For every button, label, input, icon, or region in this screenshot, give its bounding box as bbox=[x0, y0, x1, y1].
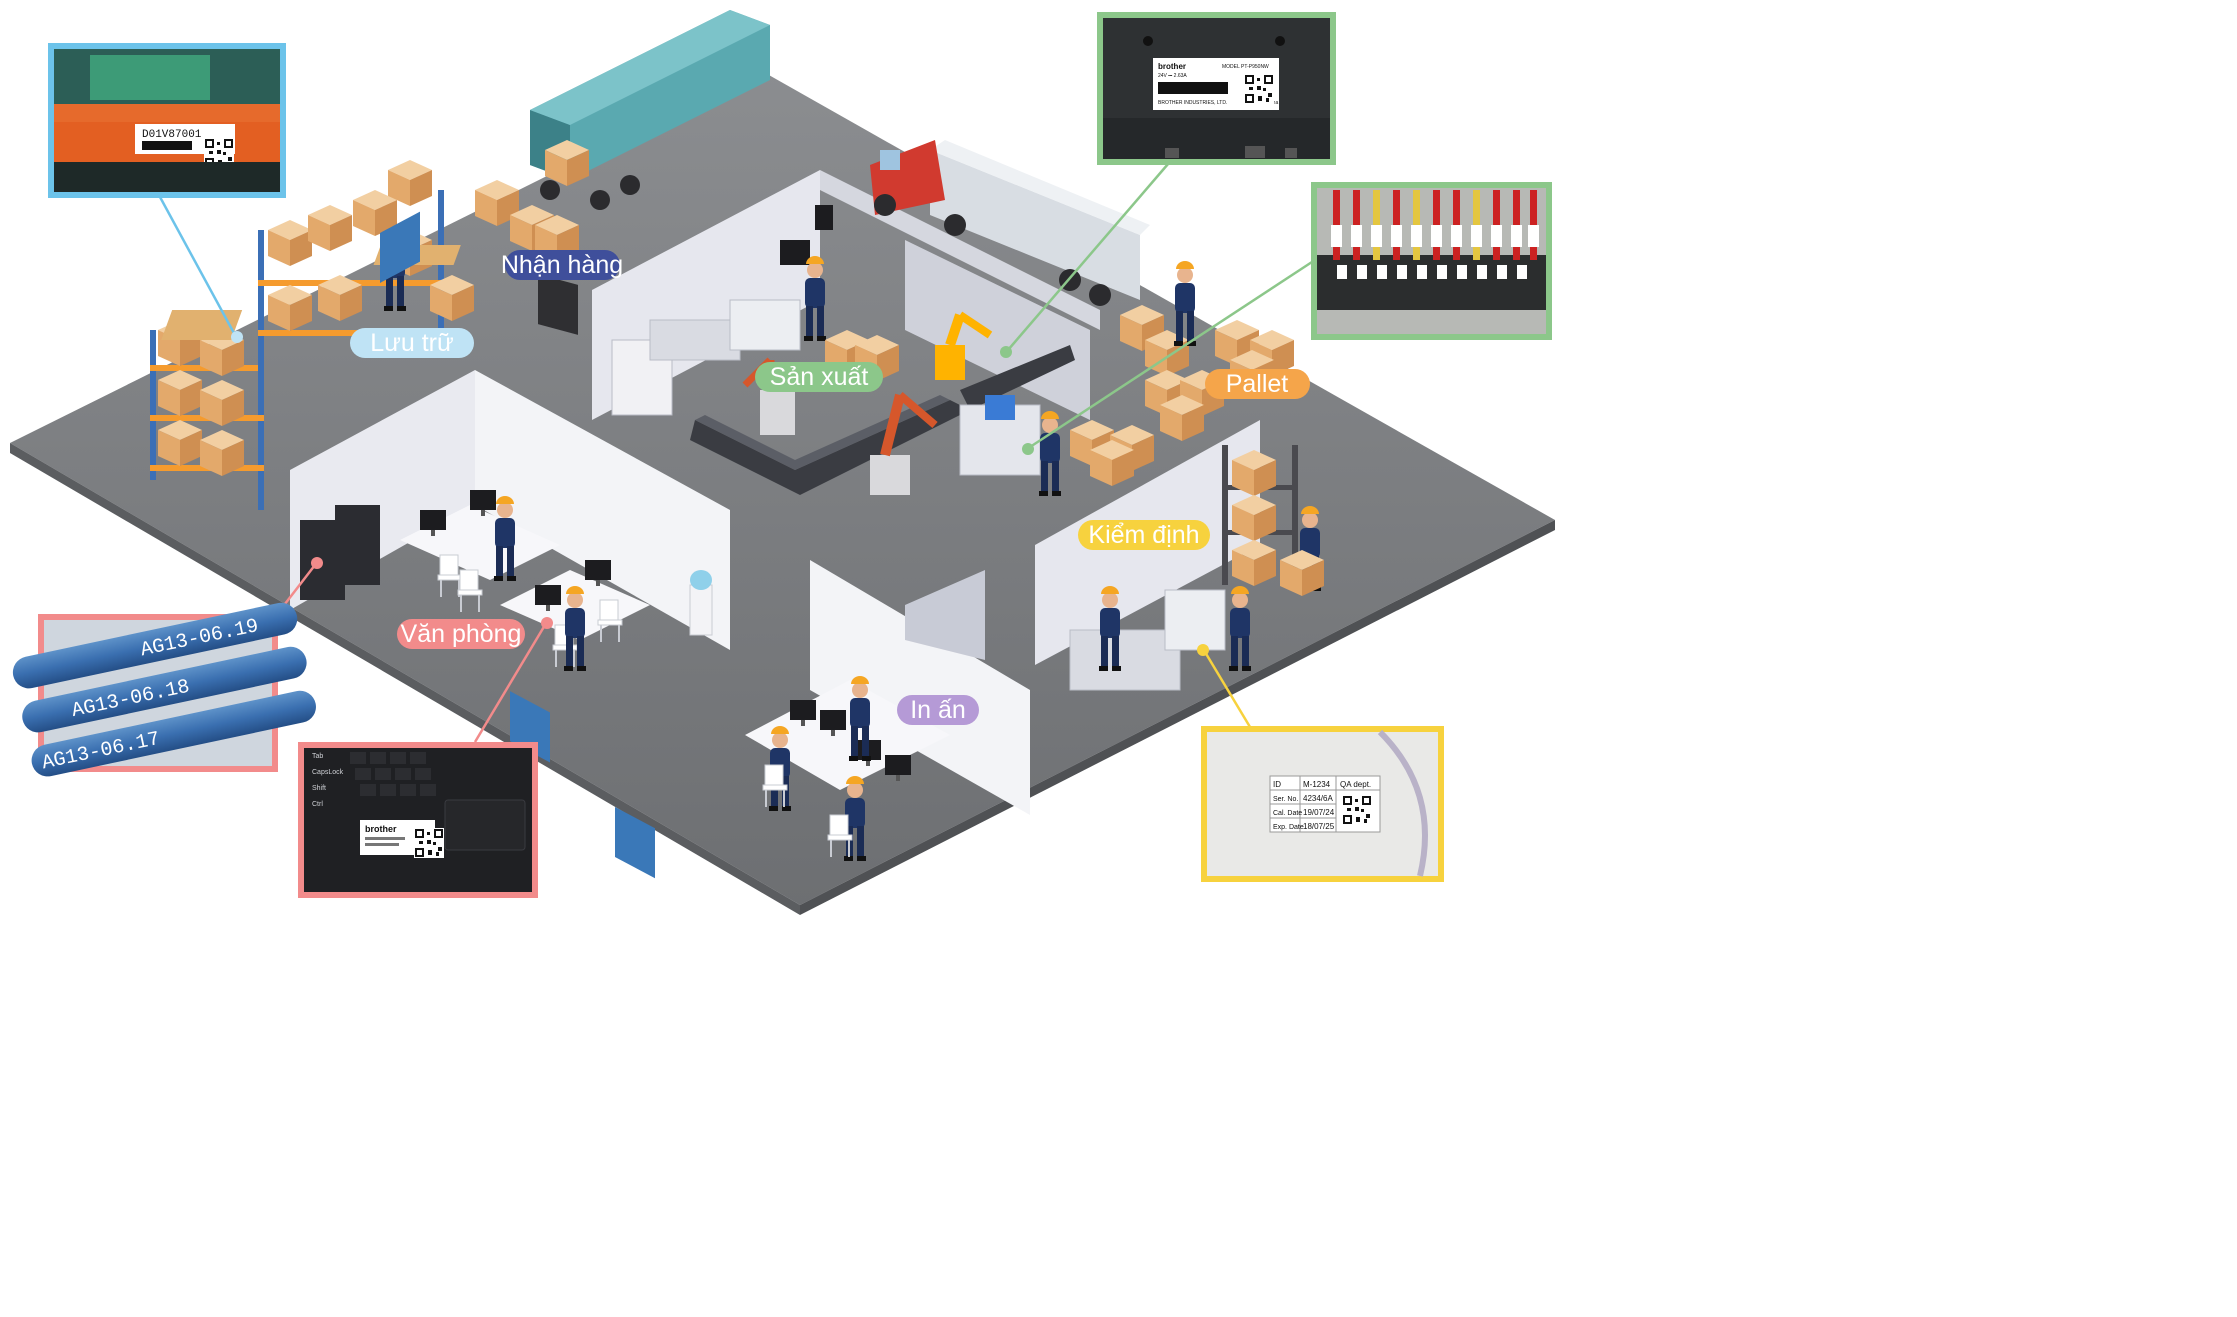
conveyor bbox=[690, 345, 1075, 495]
zone-text: Sản xuất bbox=[770, 363, 869, 391]
zone-label-in-an: In ấn bbox=[897, 695, 979, 725]
server-rack bbox=[335, 505, 380, 585]
key-label: Ctrl bbox=[312, 801, 323, 808]
shelf-label-code: D01V87001 bbox=[142, 129, 202, 141]
device-brand: brother bbox=[1158, 62, 1186, 71]
zone-pill bbox=[505, 250, 620, 280]
office-area bbox=[290, 211, 730, 879]
wire-markers bbox=[1331, 190, 1539, 260]
floor bbox=[10, 70, 1555, 915]
qa-key: Exp. Date bbox=[1273, 824, 1304, 831]
key-label: Shift bbox=[312, 785, 326, 792]
key-label: CapsLock bbox=[312, 769, 344, 776]
zone-text: In ấn bbox=[910, 696, 966, 724]
inset-device-label: brother MODEL PT-P950NW 24V ⎓ 2.63A BROT… bbox=[1097, 12, 1336, 165]
zone-pill bbox=[397, 619, 525, 649]
zone-text: Văn phòng bbox=[401, 620, 522, 648]
inset-cable-labels: AG13-06.19 AG13-06.18 AG13-06.17 bbox=[12, 602, 316, 777]
inset-laptop-label: Tab CapsLock Shift Ctrl brother bbox=[298, 742, 538, 898]
device-maker: BROTHER INDUSTRIES, LTD. bbox=[1158, 100, 1227, 106]
connectors bbox=[158, 163, 1316, 743]
robot-arm bbox=[935, 311, 993, 380]
zone-text: Pallet bbox=[1226, 370, 1289, 398]
zone-pill bbox=[755, 362, 883, 392]
zone-pill bbox=[350, 328, 474, 358]
zone-text: Nhận hàng bbox=[501, 251, 623, 279]
zone-label-san-xuat: Sản xuất bbox=[755, 362, 883, 392]
receiving-area bbox=[373, 10, 770, 335]
zone-label-kiem-dinh: Kiểm định bbox=[1078, 520, 1210, 550]
zone-pill bbox=[1205, 369, 1310, 399]
inset-shelf-label: D01V87001 bbox=[48, 43, 286, 198]
inspection-rack bbox=[1222, 445, 1298, 586]
inset-qa-label: ID M-1234 Ser. No. 4234/6A Cal. Date 19/… bbox=[1201, 726, 1444, 882]
device-model: MODEL PT-P950NW bbox=[1222, 64, 1269, 70]
zone-pill bbox=[897, 695, 979, 725]
qr-code-icon bbox=[1244, 74, 1274, 104]
qa-value: 19/07/24 bbox=[1303, 808, 1335, 817]
truck-container bbox=[530, 10, 770, 335]
zone-text: Kiểm định bbox=[1088, 521, 1199, 549]
qa-key: Cal. Date bbox=[1273, 810, 1302, 817]
robot-arm bbox=[870, 391, 938, 495]
qa-key: ID bbox=[1273, 780, 1281, 789]
zone-label-nhan-hang: Nhận hàng bbox=[501, 250, 623, 280]
qa-value: M-1234 bbox=[1303, 780, 1331, 789]
qr-code-icon bbox=[414, 828, 444, 858]
inset-terminal-block bbox=[1311, 182, 1552, 340]
qa-dept: QA dept. bbox=[1340, 780, 1371, 789]
zone-labels: Nhận hàng Lưu trữ Sản xuất Pallet Kiểm đ… bbox=[350, 250, 1310, 725]
laptop-label-brand: brother bbox=[365, 824, 397, 834]
device-rating: 24V ⎓ 2.63A bbox=[1158, 73, 1187, 79]
terminal-labels bbox=[1337, 265, 1527, 279]
qa-key: Ser. No. bbox=[1273, 796, 1298, 803]
keyboard-keys: Tab CapsLock Shift Ctrl bbox=[312, 752, 436, 808]
zone-label-luu-tru: Lưu trữ bbox=[350, 328, 474, 358]
storage-rack bbox=[150, 320, 264, 510]
qa-value: 18/07/25 bbox=[1303, 822, 1335, 831]
barcode-icon bbox=[142, 141, 192, 150]
qa-value: 4234/6A bbox=[1303, 794, 1333, 803]
zone-label-van-phong: Văn phòng bbox=[397, 619, 525, 649]
zone-pill bbox=[1078, 520, 1210, 550]
qr-code-icon bbox=[1342, 795, 1372, 825]
barcode-icon bbox=[1158, 82, 1228, 94]
zone-label-pallet: Pallet bbox=[1205, 369, 1310, 399]
key-label: Tab bbox=[312, 753, 323, 760]
zone-text: Lưu trữ bbox=[370, 329, 454, 357]
